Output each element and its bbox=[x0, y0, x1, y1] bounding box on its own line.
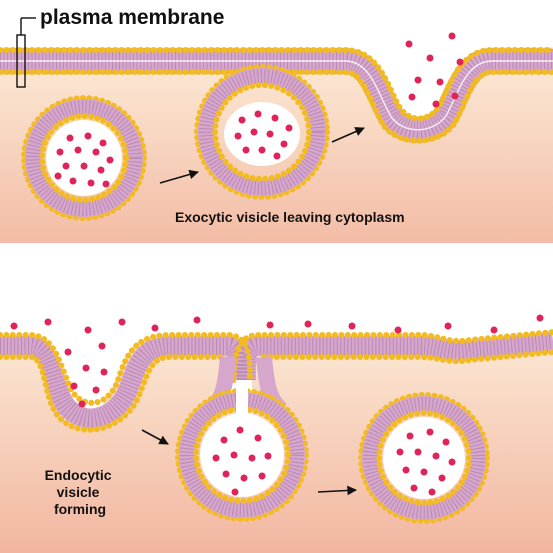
endocytic-caption-line-1: Endocytic bbox=[45, 467, 112, 483]
released-molecules bbox=[405, 32, 464, 108]
extracellular-molecules bbox=[10, 314, 544, 408]
arrow-bottom-2 bbox=[317, 485, 357, 496]
vesicle-top-1 bbox=[21, 95, 147, 221]
endocytosis-panel: Endocytic visicle forming bbox=[0, 293, 553, 553]
arrow-bottom-1 bbox=[141, 429, 169, 445]
plasma-membrane-text: plasma membrane bbox=[40, 6, 224, 29]
plasma-membrane-label: plasma membrane bbox=[16, 6, 224, 88]
plasma-membrane-top bbox=[0, 47, 553, 144]
arrow-top-2 bbox=[331, 127, 365, 143]
extracellular-space-bottom bbox=[0, 293, 553, 340]
panel-divider bbox=[0, 243, 553, 293]
arrow-top-1 bbox=[159, 169, 199, 184]
extracellular-space-top bbox=[0, 0, 553, 119]
plasma-membrane-bottom bbox=[0, 329, 553, 433]
vesicle-top-2 bbox=[194, 64, 330, 200]
vesicle-bottom-2 bbox=[358, 392, 490, 524]
exocytic-caption: Exocytic visicle leaving cytoplasm bbox=[175, 209, 405, 225]
vesicle-bottom-1 bbox=[175, 356, 309, 522]
endocytic-caption: Endocytic visicle forming bbox=[45, 467, 116, 517]
exocytosis-panel: Exocytic visicle leaving cytoplasm bbox=[0, 0, 553, 243]
endocytic-caption-line-2: visicle bbox=[57, 484, 100, 500]
endocytic-caption-line-3: forming bbox=[54, 501, 106, 517]
